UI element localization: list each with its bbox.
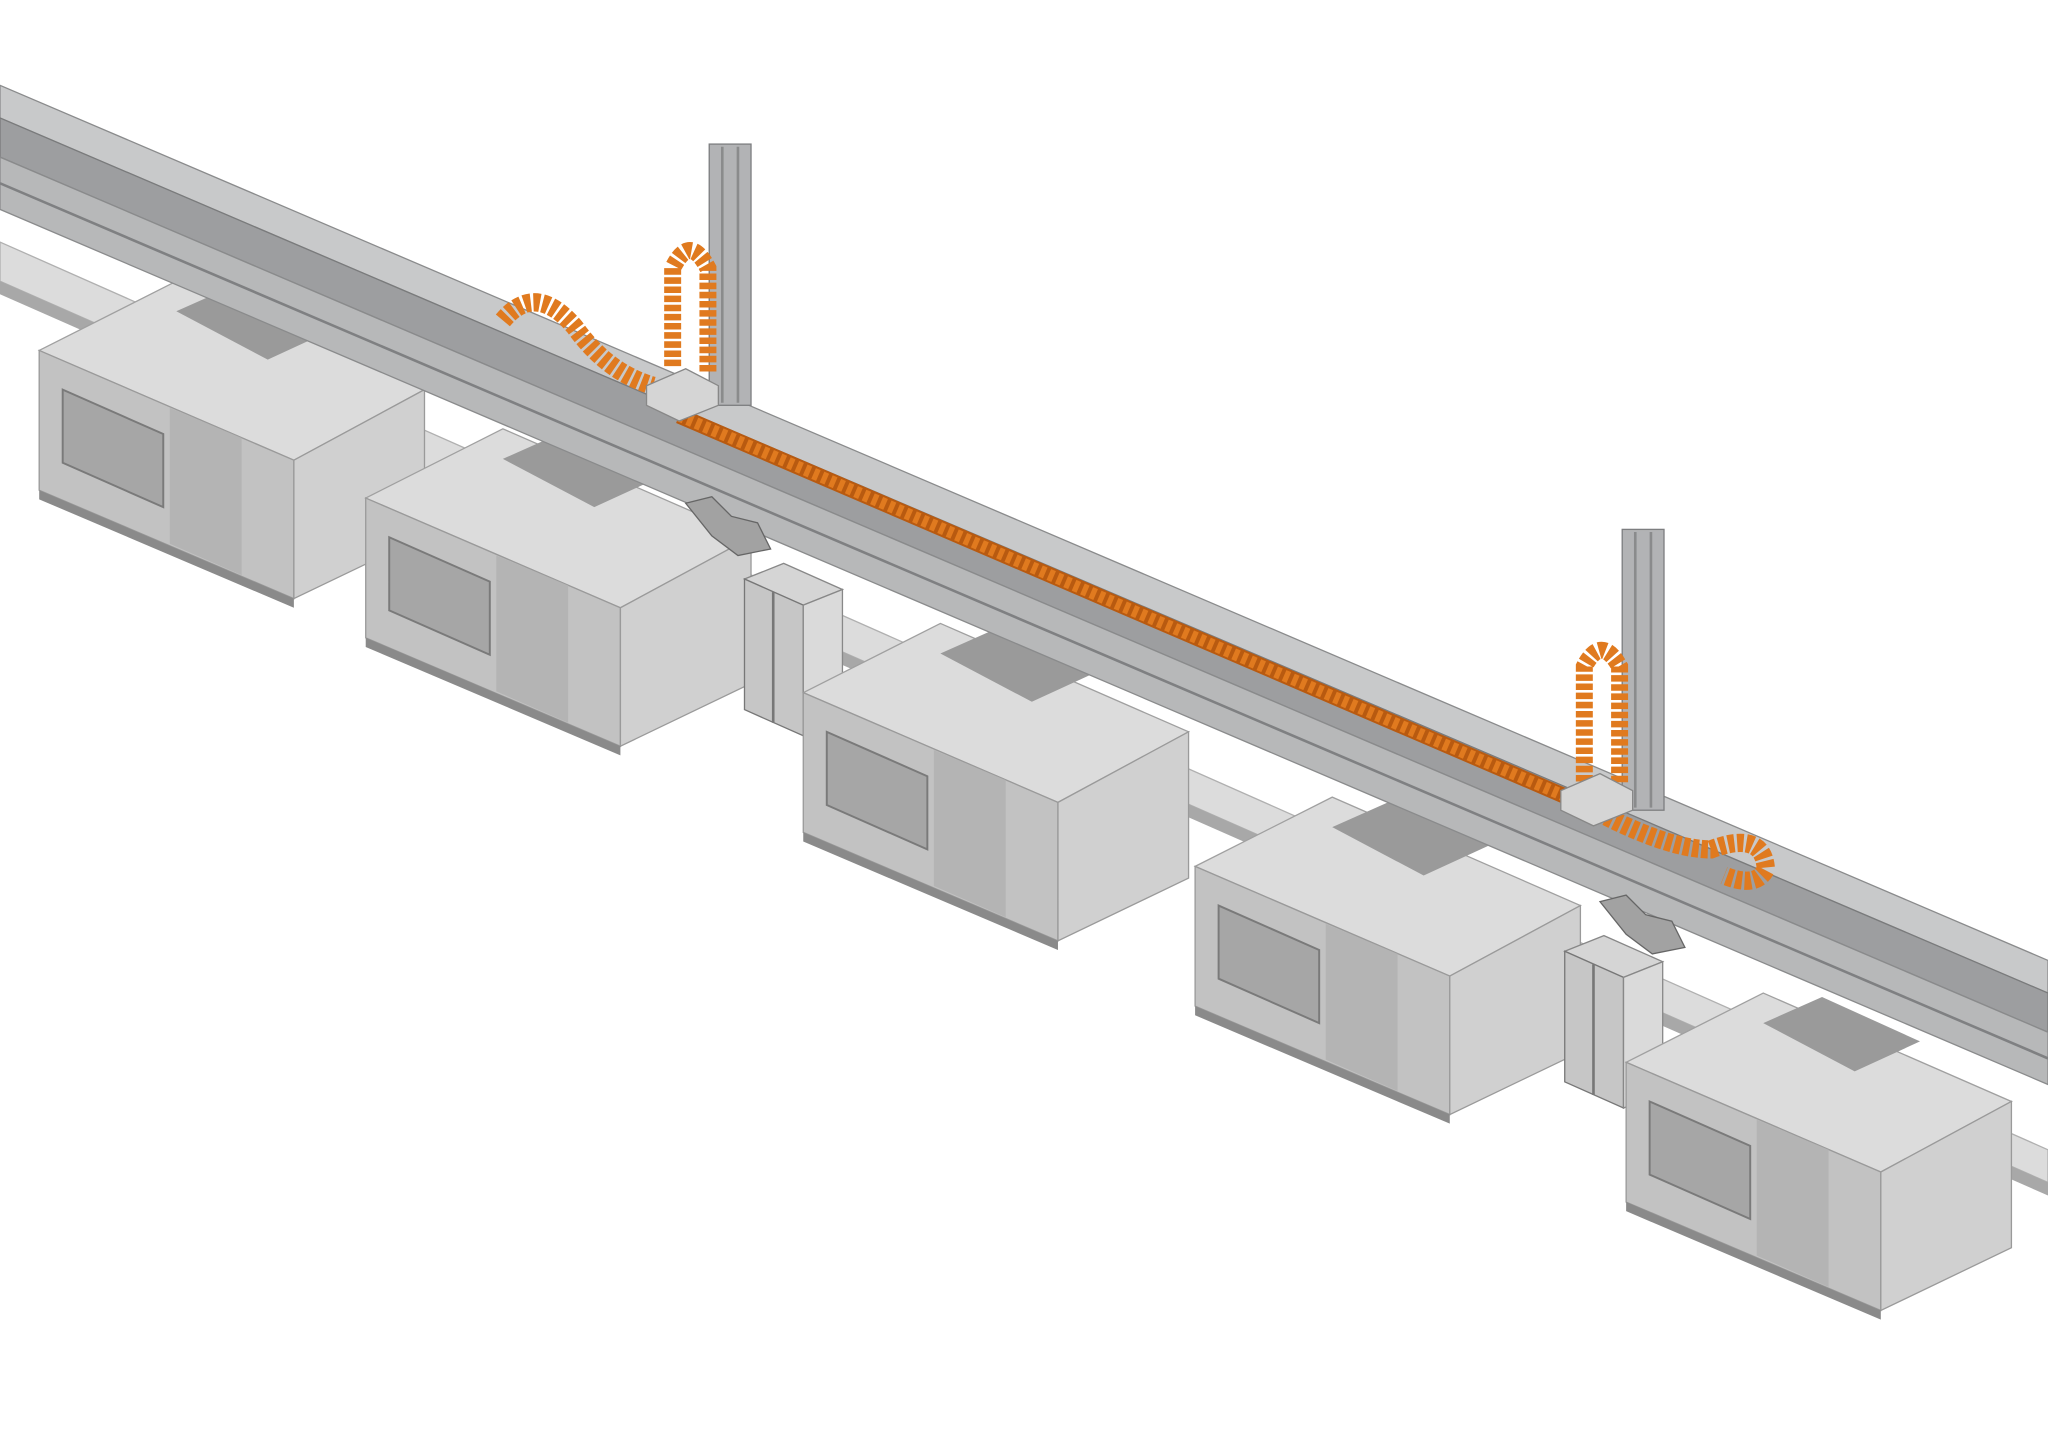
cable-chain-vertical (664, 242, 717, 373)
gantry-1 (495, 143, 772, 557)
cable-chain-vertical (1575, 641, 1629, 785)
gripper (1598, 894, 1686, 955)
cable-chain-loop (1602, 808, 1776, 890)
gantry-post (708, 143, 752, 406)
carriage (645, 368, 720, 422)
cable-chain-loop (495, 293, 656, 395)
gantry-2 (1560, 528, 1776, 955)
gripper (684, 496, 772, 557)
gantry-post (1621, 528, 1665, 811)
carriage (1560, 772, 1634, 827)
cable-chain-track (676, 408, 1571, 805)
